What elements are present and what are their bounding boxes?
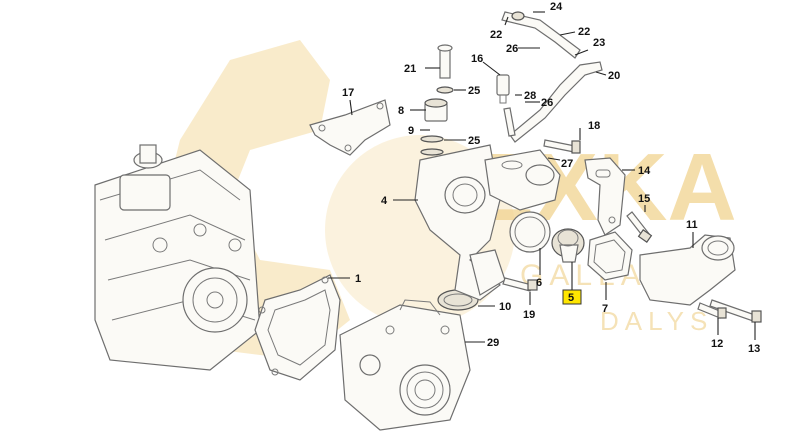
highlight-label: 5 (568, 292, 574, 304)
callout-26b: 26 (541, 97, 553, 109)
callout-26a: 26 (506, 43, 518, 55)
callout-11: 11 (686, 219, 698, 231)
callout-18: 18 (588, 120, 600, 132)
callout-9: 9 (408, 125, 414, 137)
valve-housing (484, 149, 561, 211)
o-ring-6 (509, 211, 551, 253)
callout-24: 24 (550, 1, 563, 13)
callout-14: 14 (638, 165, 651, 177)
water-pump (339, 299, 471, 431)
callouts: 1 4 6 7 8 9 10 11 12 13 14 15 16 17 18 1… (342, 1, 760, 355)
callout-22b: 22 (578, 26, 590, 38)
sensor-21 (436, 44, 454, 94)
callout-8: 8 (398, 105, 404, 117)
callout-29: 29 (487, 337, 499, 349)
callout-10: 10 (499, 301, 511, 313)
callout-27: 27 (561, 158, 573, 170)
bolts (502, 107, 762, 323)
callout-22a: 22 (490, 29, 502, 41)
callout-23: 23 (593, 37, 605, 49)
gasket-7 (587, 231, 633, 281)
gasket-1 (254, 274, 341, 381)
callout-21: 21 (404, 63, 416, 75)
callout-13: 13 (748, 343, 760, 355)
sensor-16 (496, 74, 510, 104)
bracket-17 (309, 99, 391, 156)
highlight-box (562, 289, 582, 305)
callout-12: 12 (711, 338, 723, 350)
thermostat-5 (551, 228, 585, 263)
callout-17: 17 (342, 87, 354, 99)
watermark-sub2: DALYS (600, 306, 713, 336)
callout-15: 15 (638, 193, 650, 205)
callout-1: 1 (355, 273, 361, 285)
pipe-20 (501, 11, 603, 143)
highlight-callout-5: 5 (562, 289, 582, 305)
callout-25a: 25 (468, 85, 480, 97)
callout-25b: 25 (468, 135, 480, 147)
callout-19: 19 (523, 309, 535, 321)
engine-block (94, 144, 261, 371)
callout-20: 20 (608, 70, 620, 82)
callout-16: 16 (471, 53, 483, 65)
callout-28: 28 (524, 90, 536, 102)
callout-6: 6 (536, 277, 542, 289)
callout-7: 7 (602, 303, 608, 315)
outlet-elbow-11 (639, 234, 736, 306)
thermostat-housing (414, 144, 506, 301)
callout-4: 4 (381, 195, 388, 207)
leader-lines (328, 11, 756, 343)
sensor-8 (420, 98, 448, 156)
